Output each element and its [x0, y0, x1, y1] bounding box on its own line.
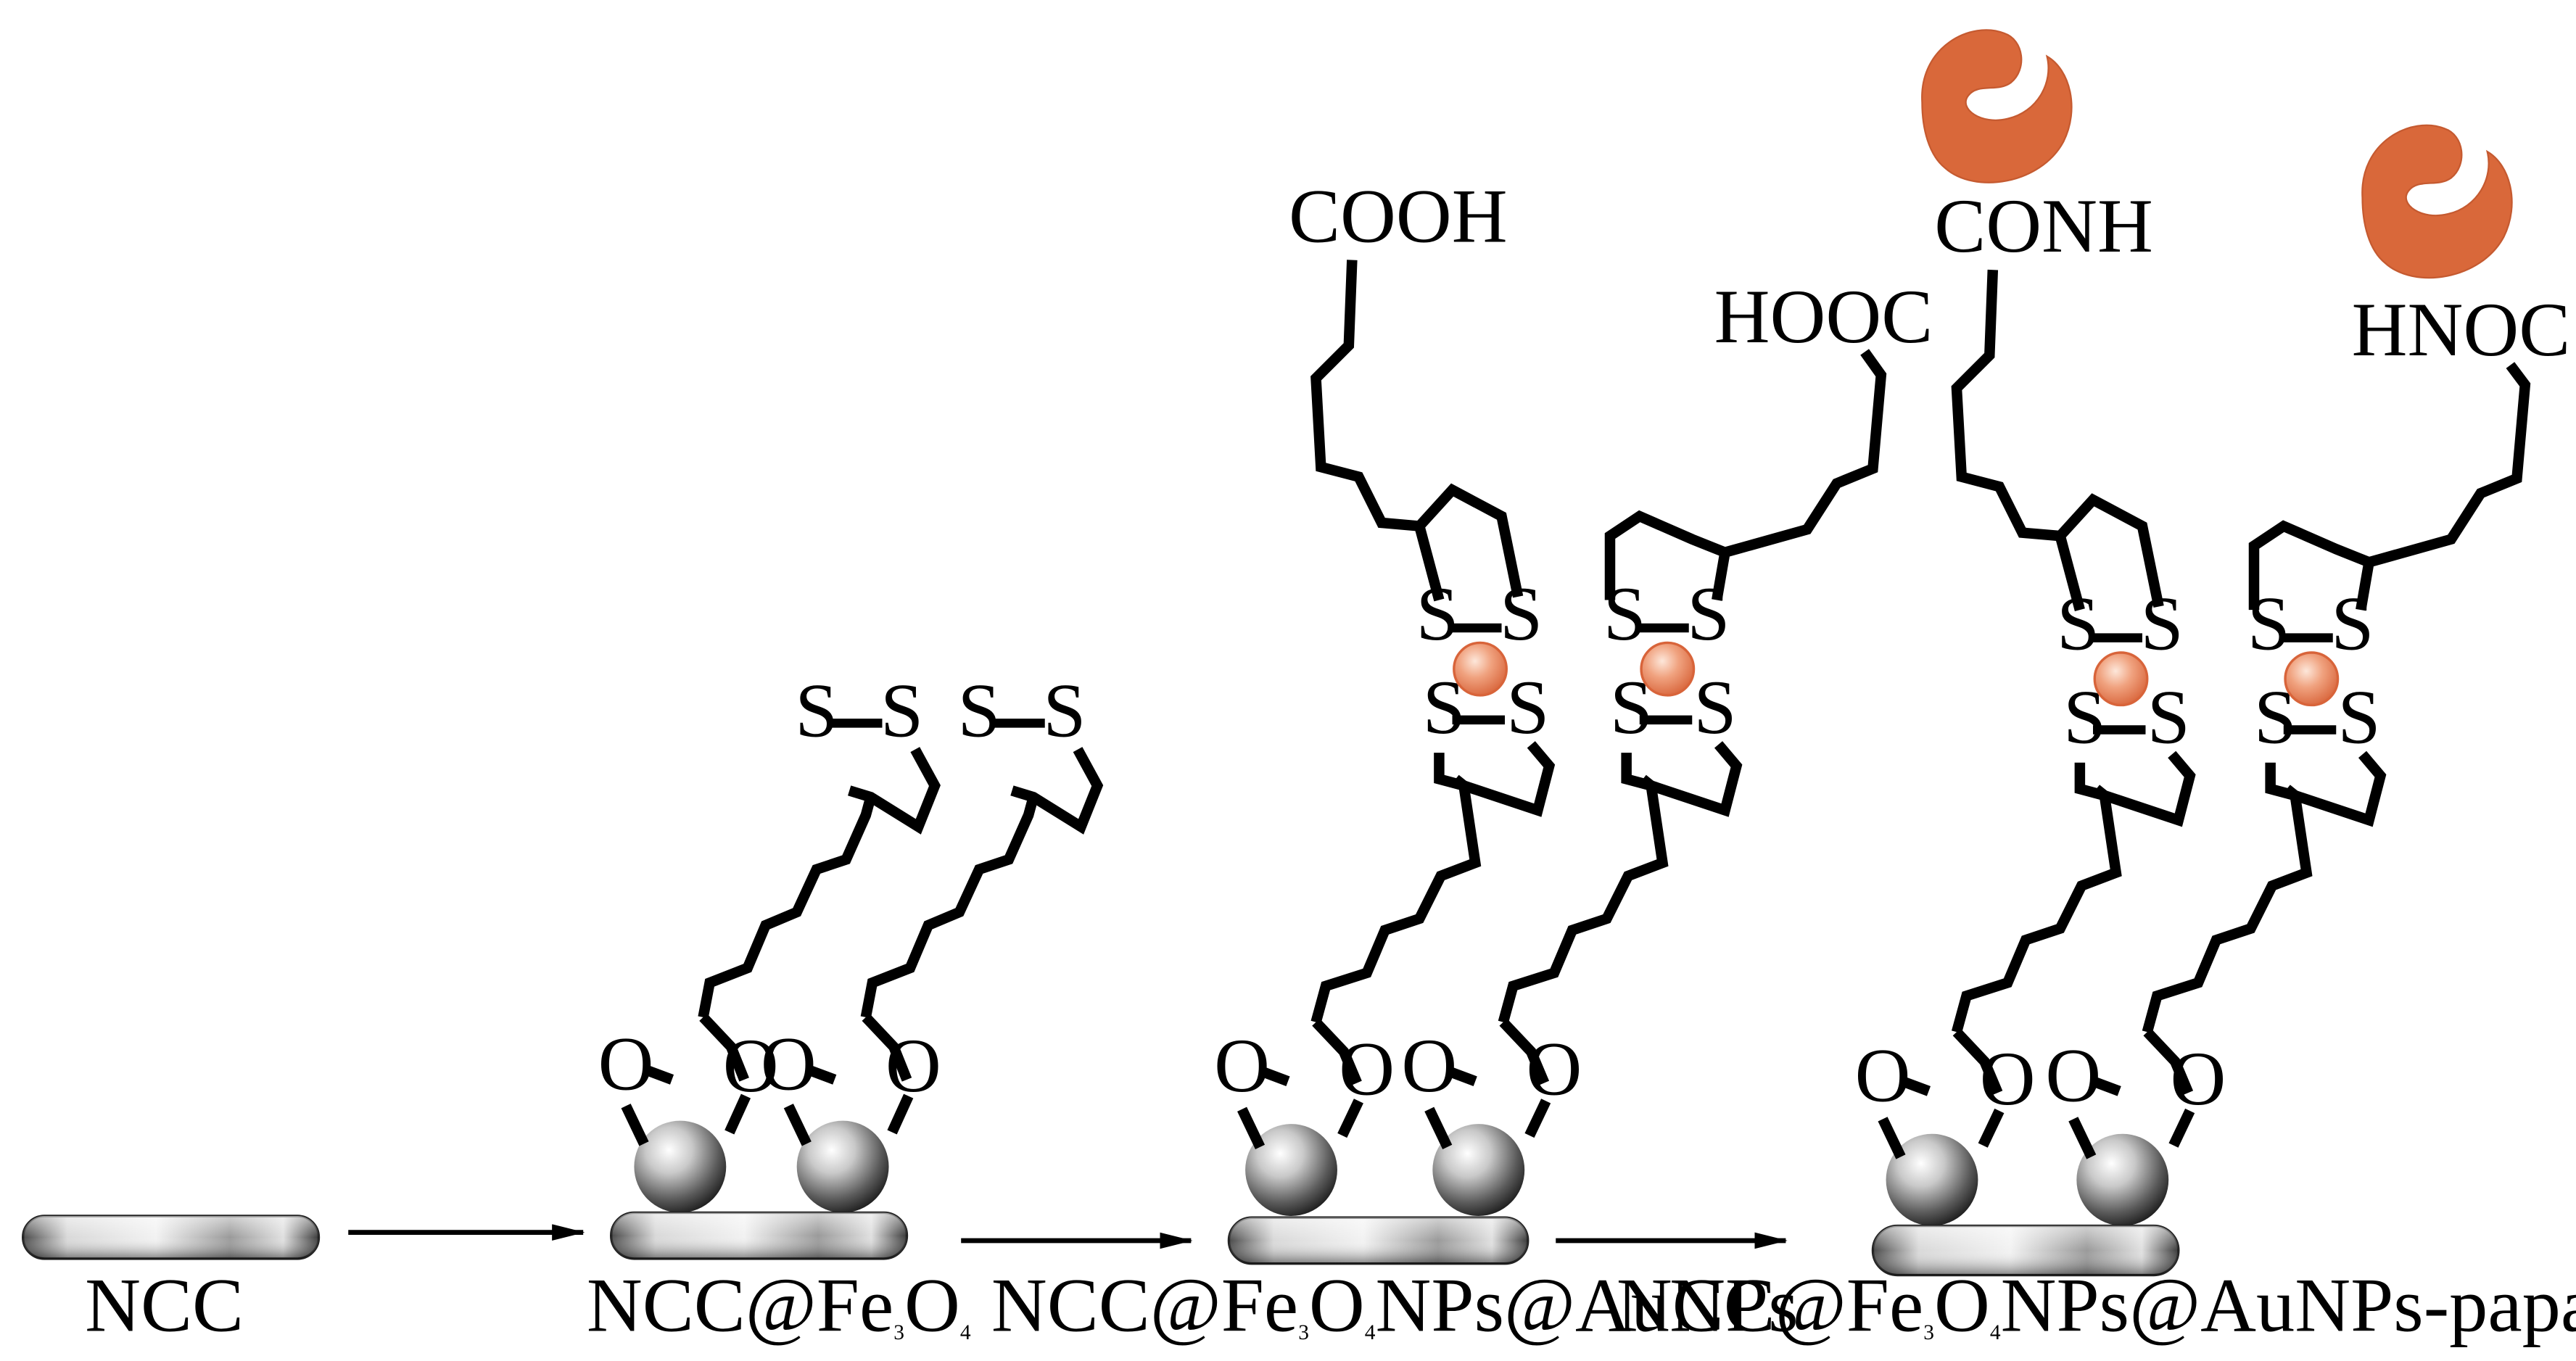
- fe3o4-nanoparticle: [1886, 1133, 1978, 1226]
- sulfur-atom: S: [958, 669, 1001, 754]
- oxygen-atom: O: [598, 1022, 654, 1107]
- oxygen-atom: O: [2045, 1033, 2101, 1118]
- stage-label-ncc: NCC: [85, 1263, 244, 1349]
- stage-ncc-fe3o4-au: O O S S S S COOH O O S S: [991, 174, 1933, 1349]
- au-ligand-1: O O S S S S COOH: [1214, 174, 1556, 1216]
- sulfur-atom: S: [795, 669, 838, 754]
- papain-enzyme: [1921, 29, 2073, 183]
- sulfur-atom: S: [880, 669, 923, 754]
- gold-nanoparticle: [2284, 651, 2340, 707]
- oxygen-atom: O: [1339, 1026, 1395, 1112]
- au-ligand-2: O O S S S S HOOC: [1401, 274, 1933, 1216]
- papain-ligand-2: O O S S S S HNOC: [2045, 124, 2571, 1226]
- fe3o4-nanoparticle: [796, 1120, 889, 1213]
- stage-ncc-fe3o4: O O S S O O S S NCC@Fe3O4: [587, 669, 1104, 1349]
- sulfur-atom: S: [1506, 665, 1549, 750]
- fe3o4-nanoparticle: [1432, 1124, 1525, 1216]
- oxygen-atom: O: [886, 1023, 941, 1109]
- sulfur-atom: S: [2147, 675, 2190, 761]
- ncc-rod-shade: [1873, 1225, 2179, 1275]
- stage-ncc: NCC: [22, 1215, 321, 1349]
- fe3o4-nanoparticle: [634, 1120, 727, 1213]
- oxygen-atom: O: [723, 1023, 779, 1109]
- sulfur-atom: S: [1043, 669, 1086, 754]
- oxygen-atom: O: [1980, 1036, 2036, 1122]
- fe3o4-ligand-2: O O S S: [761, 669, 1104, 1213]
- sulfur-atom: S: [1693, 665, 1736, 750]
- fe3o4-nanoparticle: [2076, 1133, 2169, 1226]
- stage-ncc-fe3o4-au-papain: O O S S S S CONH O O S S: [1617, 29, 2576, 1349]
- sulfur-atom: S: [2337, 675, 2380, 761]
- gold-nanoparticle: [1640, 641, 1696, 697]
- oxygen-atom: O: [1401, 1023, 1457, 1109]
- terminal-group-hnoc: HNOC: [2352, 287, 2571, 373]
- stage-label-ncc-fe3o4: NCC@Fe3O4: [587, 1263, 971, 1349]
- gold-nanoparticle: [2093, 651, 2149, 707]
- oxygen-atom: O: [761, 1022, 817, 1107]
- sulfur-atom: S: [2141, 581, 2184, 666]
- gold-nanoparticle: [1453, 641, 1508, 697]
- fe3o4-ligand-1: O O S S: [598, 669, 941, 1213]
- ncc-rod-shade: [22, 1215, 319, 1259]
- fe3o4-nanoparticle: [1245, 1124, 1337, 1216]
- oxygen-atom: O: [2171, 1036, 2226, 1122]
- papain-enzyme: [2361, 124, 2513, 279]
- ncc-rod-shade: [1229, 1217, 1528, 1264]
- ncc-rod-shade: [611, 1212, 907, 1259]
- oxygen-atom: O: [1527, 1026, 1582, 1112]
- oxygen-atom: O: [1855, 1033, 1911, 1118]
- stage-label-ncc-fe3o4-au: NCC@Fe3O4NPs@AuNPs: [991, 1263, 1799, 1349]
- terminal-group-cooh: COOH: [1289, 174, 1508, 260]
- sulfur-atom: S: [1500, 571, 1543, 657]
- oxygen-atom: O: [1214, 1023, 1270, 1109]
- stage-label-ncc-fe3o4-au-papain: NCC@Fe3O4NPs@AuNPs-papain: [1617, 1263, 2576, 1349]
- terminal-group-hooc: HOOC: [1714, 274, 1933, 360]
- papain-ligand-1: O O S S S S CONH: [1855, 29, 2196, 1226]
- terminal-group-conh: CONH: [1934, 183, 2153, 269]
